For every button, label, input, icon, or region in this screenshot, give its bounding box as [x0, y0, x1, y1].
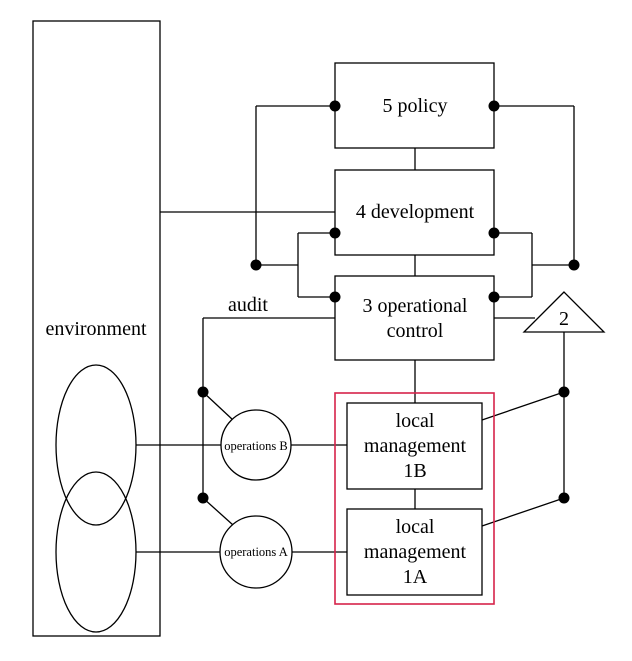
local-management-1b-line1: local [396, 410, 435, 432]
operations-a-label: operations A [224, 545, 288, 559]
development-box [334, 169, 495, 256]
operations-a-circle [219, 515, 293, 589]
connector-lines [136, 105, 575, 553]
operational-control-box [334, 275, 495, 361]
environment-label: environment [45, 318, 147, 340]
development-label: 4 development [356, 201, 475, 223]
local-management-1b-line2: management [364, 435, 467, 457]
operational-control-label-line2: control [387, 320, 444, 342]
junction-dots [197, 100, 580, 504]
local-management-1b-box [346, 402, 483, 490]
system-one-highlight [334, 392, 495, 605]
operations-b-circle [220, 409, 292, 481]
operations-b-label: operations B [224, 439, 288, 453]
environment-box [32, 20, 161, 637]
local-management-1a-box [346, 508, 483, 596]
algedonic-triangle [522, 291, 606, 333]
local-management-1b-line3: 1B [403, 460, 426, 482]
local-management-1a-line1: local [396, 516, 435, 538]
policy-box [334, 62, 495, 149]
audit-label: audit [228, 294, 268, 316]
algedonic-label: 2 [559, 308, 569, 330]
operational-control-label-line1: 3 operational [363, 295, 468, 317]
local-management-1a-line3: 1A [403, 566, 428, 588]
local-management-1a-line2: management [364, 541, 467, 563]
policy-label: 5 policy [383, 95, 448, 117]
